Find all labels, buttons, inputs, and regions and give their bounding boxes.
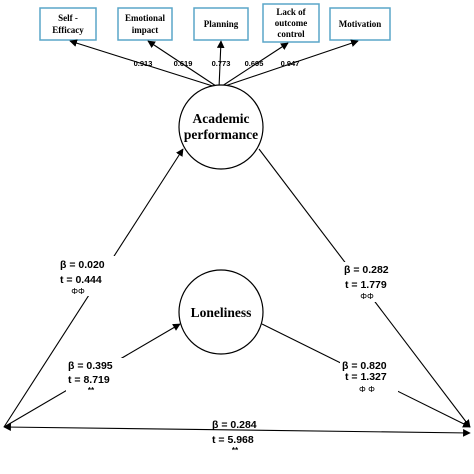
label-background: [66, 358, 128, 394]
label-background: [208, 434, 268, 446]
construct-loneliness: Loneliness: [178, 269, 264, 355]
sig-loneliness-to-right: Φ Φ: [359, 384, 375, 394]
label-background: [206, 417, 266, 425]
beta-left-to-academic: β = 0.020: [60, 259, 105, 271]
indicator-motivation: Motivation: [329, 7, 391, 41]
loading-arrow-motivation: [218, 39, 359, 89]
t-loneliness-to-right: t = 1.327: [345, 371, 387, 383]
loading-value: 0.619: [174, 59, 193, 68]
indicator-label-line: outcome: [275, 18, 308, 28]
label-background: [58, 256, 124, 296]
t-academic-to-right: t = 1.779: [345, 279, 387, 291]
construct-label-line: Academic: [193, 111, 250, 126]
indicator-label-line: Emotional: [125, 13, 166, 23]
loading-value: 0.773: [212, 59, 231, 68]
indicator-label-line: Planning: [204, 19, 239, 29]
construct-academic-performance: Academic performance: [178, 84, 264, 170]
sig-academic-to-right: ΦΦ: [360, 291, 374, 301]
loading-arrow-lack-of-outcome-control: [218, 42, 289, 89]
indicator-self-efficacy: Self - Efficacy: [39, 7, 97, 41]
loading-value: 0.695: [245, 59, 264, 68]
indicator-label-line: Self -: [58, 13, 78, 23]
t-left-to-academic: t = 0.444: [60, 274, 102, 286]
label-background: [340, 358, 398, 394]
t-left-to-right: t = 5.968: [212, 434, 254, 446]
indicator-label-line: impact: [132, 25, 159, 35]
indicator-planning: Planning: [193, 7, 249, 41]
t-left-to-loneliness: t = 8.719: [68, 374, 110, 386]
sig-left-to-right: **: [232, 446, 239, 455]
construct-label: Loneliness: [191, 305, 252, 320]
beta-left-to-loneliness: β = 0.395: [68, 360, 113, 372]
label-background: [342, 262, 400, 302]
sig-left-to-academic: ΦΦ: [71, 286, 85, 296]
beta-loneliness-to-right: β = 0.820: [342, 360, 387, 372]
construct-label-line: performance: [184, 127, 258, 142]
path-left-to-right: [3, 423, 471, 437]
loading-value: 0.913: [134, 59, 153, 68]
loading-arrow-emotional-impact: [147, 40, 220, 89]
loading-value: 0.947: [281, 59, 300, 68]
indicator-label-line: Lack of: [276, 7, 306, 17]
indicator-emotional-impact: Emotional impact: [117, 7, 173, 41]
beta-academic-to-right: β = 0.282: [344, 264, 389, 276]
loading-arrow-self-efficacy: [69, 39, 220, 89]
loading-arrow-planning: [216, 40, 225, 89]
indicator-label-line: Motivation: [339, 19, 382, 29]
indicator-lack-of-outcome-control: Lack of outcome control: [262, 3, 320, 43]
indicator-label-line: Efficacy: [52, 25, 84, 35]
beta-left-to-right: β = 0.284: [212, 419, 257, 431]
sig-left-to-loneliness: **: [88, 386, 95, 395]
indicator-label-line: control: [277, 29, 305, 39]
